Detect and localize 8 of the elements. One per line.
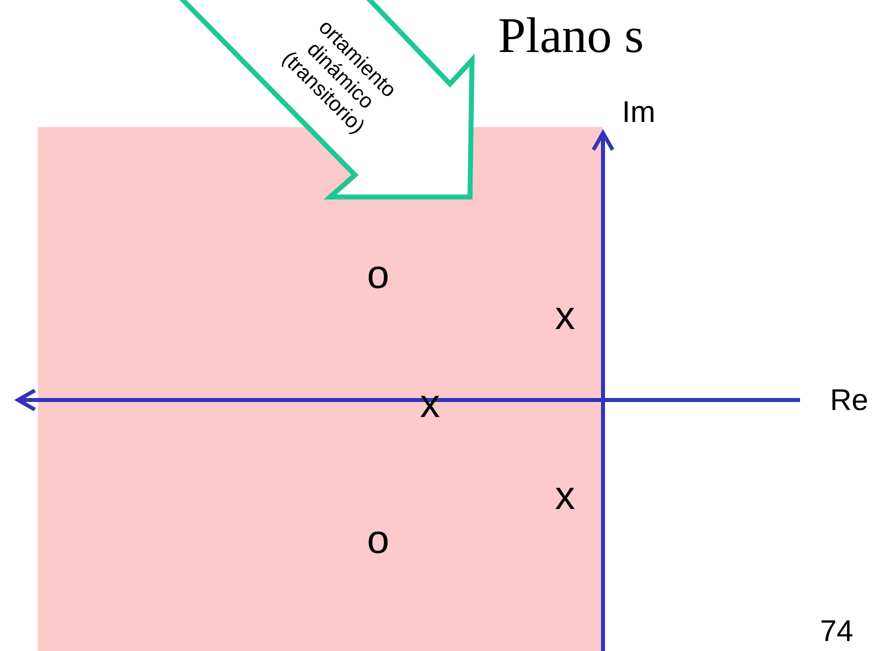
plot-label: x xyxy=(555,476,575,516)
title: Plano s xyxy=(498,6,644,64)
plot-label: o xyxy=(367,255,390,295)
plot-label: Im xyxy=(622,98,656,128)
plot-label: x xyxy=(555,296,575,336)
plot-label: Re xyxy=(830,386,868,416)
plot-label: o xyxy=(367,520,390,560)
plot-label: 74 xyxy=(820,617,854,647)
